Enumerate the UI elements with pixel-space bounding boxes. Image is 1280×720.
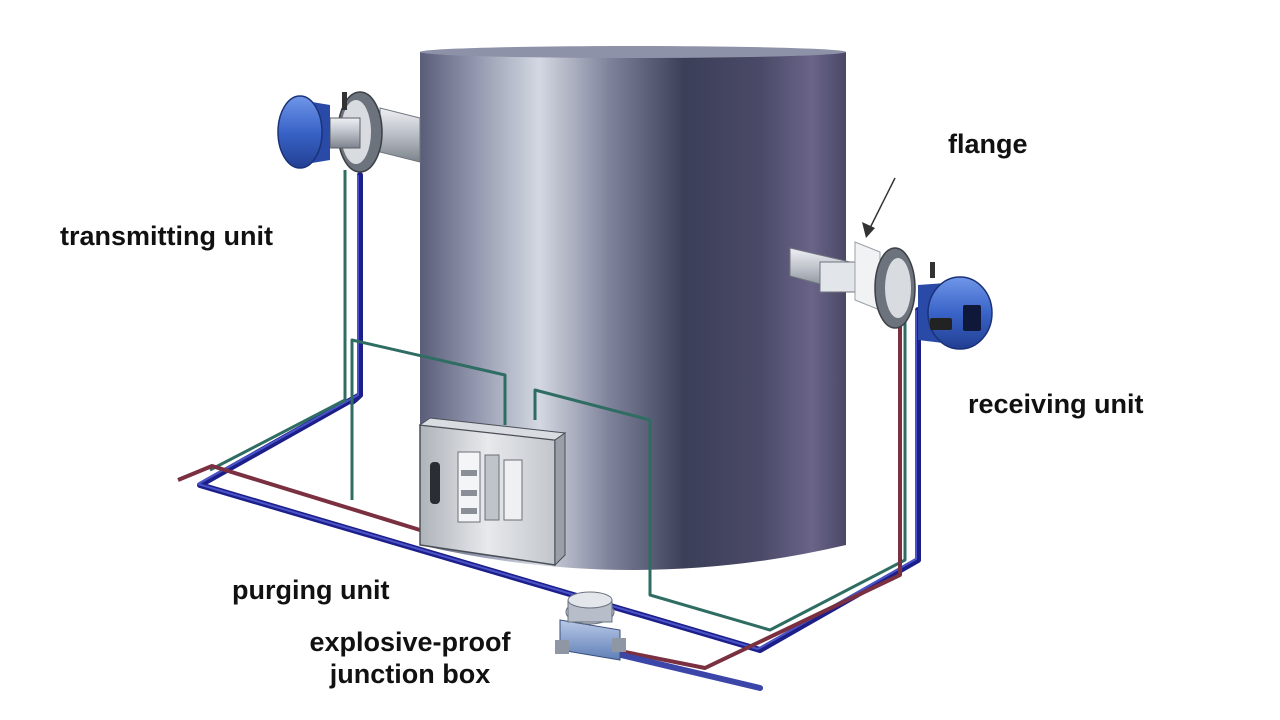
receiving-unit-label: receiving unit: [968, 389, 1144, 419]
purging-unit-label: purging unit: [232, 575, 390, 605]
junction-box-label-line2: junction box: [329, 659, 491, 690]
signal-cable: [209, 170, 907, 632]
power-cable: [177, 325, 902, 670]
explosion-proof-junction-box: [555, 591, 626, 661]
junction-outlet-pipe: [597, 647, 763, 691]
flange-pointer-arrow: [862, 177, 896, 238]
purging-unit-cabinet: [418, 417, 567, 567]
flange-label: flange: [948, 129, 1028, 159]
junction-box-label-line1: explosive-proof: [309, 627, 511, 657]
junction-box-label: explosive-proof junction box: [290, 626, 530, 691]
receiving-unit-assembly: [789, 241, 993, 350]
transmitting-unit-label: transmitting unit: [60, 221, 273, 251]
transmitting-unit-assembly: [277, 91, 421, 173]
